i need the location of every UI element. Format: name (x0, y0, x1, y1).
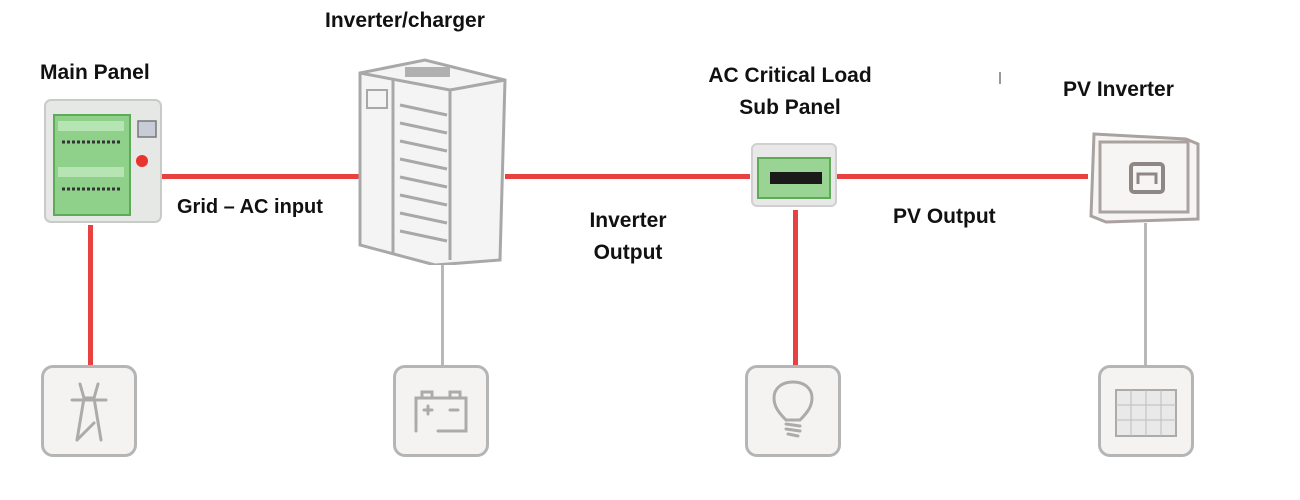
grid-feed-wire (88, 225, 93, 367)
solar-panel-icon (1115, 389, 1177, 437)
stray-mark (999, 72, 1001, 84)
sub-panel-label-line2: Sub Panel (739, 96, 841, 119)
grid-ac-input-wire (160, 174, 360, 179)
sub-panel-label-line1: AC Critical Load (708, 64, 872, 87)
inverter-charger-label: Inverter/charger (325, 9, 485, 32)
breaker-panel-icon (42, 97, 164, 232)
pv-inverter-icon (1086, 124, 1206, 231)
sub-panel-label: AC Critical Load Sub Panel (690, 63, 890, 121)
load-feed-wire (793, 210, 798, 367)
battery-endpoint (393, 365, 489, 457)
battery-dc-wire (441, 262, 444, 367)
power-pylon-icon (70, 382, 108, 442)
pv-output-label: PV Output (893, 205, 996, 228)
light-bulb-icon (772, 380, 814, 438)
pv-inverter-label: PV Inverter (1063, 78, 1174, 101)
solar-dc-wire (1144, 223, 1147, 367)
grid-ac-input-label: Grid – AC input (177, 196, 323, 218)
inverter-output-label: Inverter Output (568, 208, 688, 266)
grid-endpoint (41, 365, 137, 457)
battery-icon (414, 390, 468, 433)
inverter-output-wire (505, 174, 750, 179)
load-endpoint (745, 365, 841, 457)
pv-output-wire (836, 174, 1088, 179)
sub-panel-icon (750, 142, 838, 215)
inverter-output-line2: Output (593, 241, 663, 264)
inverter-charger-icon (355, 55, 510, 270)
solar-endpoint (1098, 365, 1194, 457)
inverter-output-line1: Inverter (589, 209, 667, 232)
main-panel-label: Main Panel (40, 61, 150, 84)
